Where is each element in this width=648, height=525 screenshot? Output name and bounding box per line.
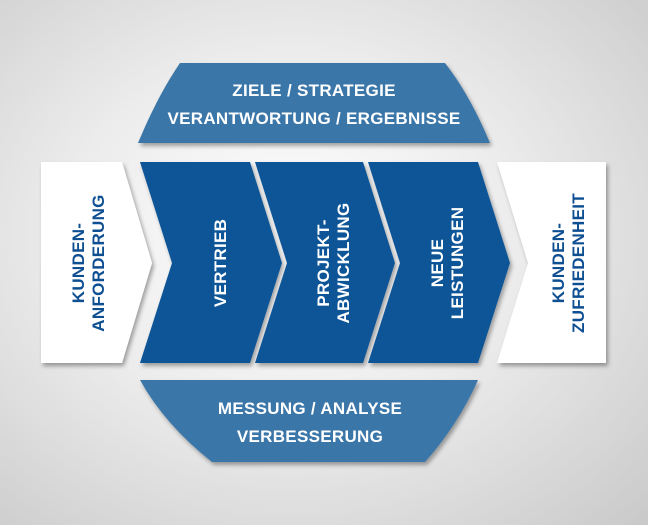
bottom-banner-line1: MESSUNG / ANALYSE	[218, 399, 402, 418]
top-banner-line2: VERANTWORTUNG / ERGEBNISSE	[167, 109, 460, 128]
step-label-2-line1: PROJEKT-	[314, 219, 333, 306]
top-banner: ZIELE / STRATEGIE VERANTWORTUNG / ERGEBN…	[138, 63, 490, 143]
bottom-banner: MESSUNG / ANALYSE VERBESSERUNG	[140, 380, 478, 462]
input-line1: KUNDEN-	[69, 223, 88, 303]
chevron-shape	[140, 162, 282, 363]
step-label-3-line2: LEISTUNGEN	[448, 207, 467, 320]
chevron-shape	[368, 162, 510, 363]
chevron-shape	[255, 162, 395, 363]
output-line1: KUNDEN-	[549, 223, 568, 303]
step-projektabwicklung: PROJEKT- ABWICKLUNG	[255, 162, 395, 363]
output-box-shape	[497, 162, 606, 363]
output-line2: ZUFRIEDENHEIT	[569, 193, 588, 333]
output-box: KUNDEN- ZUFRIEDENHEIT	[497, 162, 606, 363]
input-box: KUNDEN- ANFORDERUNG	[41, 162, 152, 363]
step-vertrieb: VERTRIEB	[140, 162, 282, 363]
top-banner-shape	[138, 63, 490, 143]
step-label-1: VERTRIEB	[211, 219, 230, 307]
input-box-shape	[41, 162, 152, 363]
input-line2: ANFORDERUNG	[89, 194, 108, 331]
step-neue-leistungen: NEUE LEISTUNGEN	[368, 162, 510, 363]
bottom-banner-shape	[140, 380, 478, 462]
bottom-banner-line2: VERBESSERUNG	[237, 427, 383, 446]
step-label-3-line1: NEUE	[428, 239, 447, 287]
top-banner-line1: ZIELE / STRATEGIE	[232, 81, 395, 100]
step-label-2-line2: ABWICKLUNG	[334, 202, 353, 323]
